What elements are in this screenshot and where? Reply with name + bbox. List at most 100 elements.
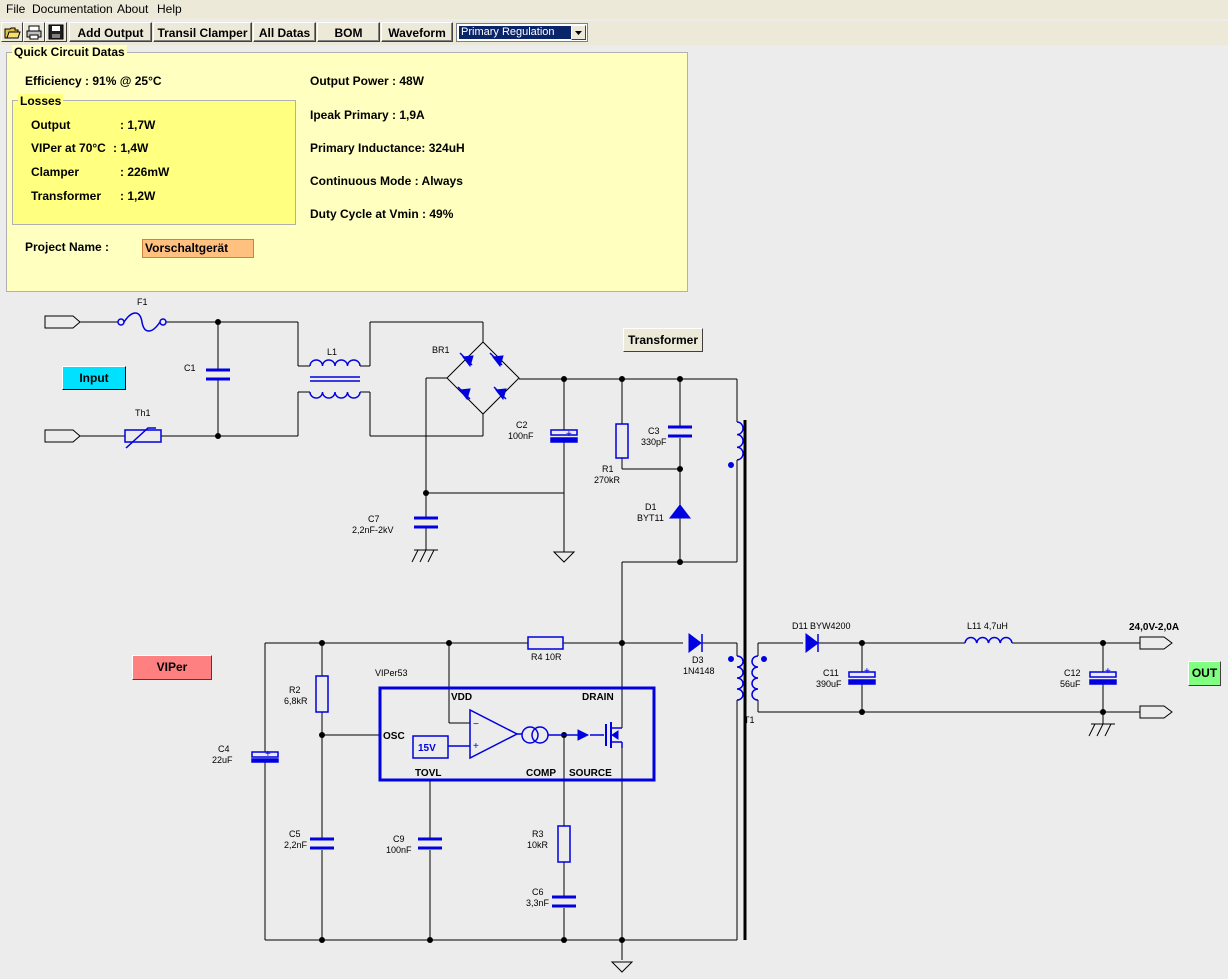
project-name-label: Project Name : <box>25 240 110 254</box>
save-icon[interactable] <box>45 22 67 42</box>
duty-cycle-text: Duty Cycle at Vmin : 49% <box>310 207 454 221</box>
label-r2-value: 6,8kR <box>284 696 308 706</box>
junctions <box>215 319 1106 943</box>
pin-vdd: VDD <box>451 692 472 703</box>
bridge-diode-bars <box>457 352 507 400</box>
label-c5-value: 2,2nF <box>284 840 308 850</box>
ground-symbols <box>411 549 1115 973</box>
input-button[interactable]: Input <box>62 366 126 390</box>
label-c7: C7 <box>368 514 380 524</box>
continuous-mode-text: Continuous Mode : Always <box>310 174 463 188</box>
print-icon[interactable] <box>23 22 45 42</box>
label-r3: R3 <box>532 829 544 839</box>
regulation-select-value: Primary Regulation <box>459 26 571 39</box>
label-d3: D3 <box>692 655 704 665</box>
all-datas-button[interactable]: All Datas <box>253 22 316 42</box>
label-r1-value: 270kR <box>594 475 621 485</box>
out-button[interactable]: OUT <box>1188 661 1221 686</box>
label-d11-value: BYW4200 <box>810 621 851 631</box>
input-connector-top <box>44 315 81 329</box>
project-name-field[interactable]: Vorschaltgerät <box>142 239 254 258</box>
loss-value: : 1,4W <box>113 141 149 155</box>
label-d1: D1 <box>645 502 657 512</box>
svg-text:+: + <box>1105 666 1111 677</box>
pin-comp: COMP <box>526 768 556 779</box>
output-connector-bottom <box>1139 705 1173 719</box>
loss-label: Clamper <box>31 165 80 179</box>
label-br1: BR1 <box>432 345 450 355</box>
label-c3: C3 <box>648 426 660 436</box>
loss-value: : 1,2W <box>120 189 156 203</box>
wires <box>44 315 1173 960</box>
label-c7-value: 2,2nF-2kV <box>352 525 394 535</box>
label-r4: R4 10R <box>531 652 562 662</box>
menu-help[interactable]: Help <box>157 2 182 16</box>
loss-label: VIPer at 70°C <box>31 141 106 155</box>
label-c12-value: 56uF <box>1060 679 1081 689</box>
label-viper53: VIPer53 <box>375 668 408 678</box>
label-c11-value: 390uF <box>816 679 842 689</box>
label-l11: L11 4,7uH <box>967 621 1008 631</box>
loss-label: Output <box>31 118 71 132</box>
losses-title: Losses <box>18 94 64 108</box>
waveform-button[interactable]: Waveform <box>381 22 453 42</box>
menu-bar: File Documentation About Help <box>0 0 1228 19</box>
viper-button[interactable]: VIPer <box>132 655 212 680</box>
label-r3-value: 10kR <box>527 840 549 850</box>
label-th1: Th1 <box>135 408 151 418</box>
label-l1: L1 <box>327 347 337 357</box>
pin-drain: DRAIN <box>582 692 614 703</box>
output-connector-top <box>1139 636 1173 650</box>
label-c1: C1 <box>184 363 196 373</box>
output-rating: 24,0V-2,0A <box>1129 622 1179 633</box>
label-c5: C5 <box>289 829 301 839</box>
svg-text:+: + <box>566 429 572 440</box>
label-c11: C11 <box>823 668 839 678</box>
label-c12: C12 <box>1064 668 1081 678</box>
component-labels: F1 C1 L1 Th1 BR1 C2 100nF C7 2,2nF-2kV R… <box>135 297 1081 908</box>
component-fills <box>459 355 819 741</box>
output-power-text: Output Power : 48W <box>310 74 424 88</box>
label-c9-value: 100nF <box>386 845 412 855</box>
transil-clamper-button[interactable]: Transil Clamper <box>153 22 252 42</box>
efficiency-text: Efficiency : 91% @ 25°C <box>25 74 162 88</box>
menu-about[interactable]: About <box>117 2 149 16</box>
pin-osc: OSC <box>383 731 405 742</box>
open-folder-icon[interactable] <box>1 22 23 42</box>
regulation-select[interactable]: Primary Regulation <box>456 23 588 42</box>
label-d3-value: 1N4148 <box>683 666 715 676</box>
label-c6-value: 3,3nF <box>526 898 550 908</box>
pin-tovl: TOVL <box>415 768 441 779</box>
add-output-button[interactable]: Add Output <box>69 22 152 42</box>
label-c2-value: 100nF <box>508 431 534 441</box>
pin-source: SOURCE <box>569 768 612 779</box>
menu-file[interactable]: File <box>6 2 26 16</box>
label-r2: R2 <box>289 685 301 695</box>
label-c3-value: 330pF <box>641 437 667 447</box>
label-c4: C4 <box>218 744 230 754</box>
label-d1-value: BYT11 <box>637 513 664 523</box>
svg-text:+: + <box>473 741 479 752</box>
label-d11: D11 <box>792 621 808 631</box>
label-c6: C6 <box>532 887 544 897</box>
transformer-button[interactable]: Transformer <box>623 328 703 352</box>
label-t1: T1 <box>744 715 755 725</box>
primary-inductance-text: Primary Inductance: 324uH <box>310 141 465 155</box>
bom-button[interactable]: BOM <box>317 22 380 42</box>
svg-text:−: − <box>473 719 479 730</box>
loss-value: : 1,7W <box>120 118 156 132</box>
quick-circuit-title: Quick Circuit Datas <box>12 45 127 59</box>
losses-panel <box>12 100 296 225</box>
label-c9: C9 <box>393 834 405 844</box>
label-r1: R1 <box>602 464 614 474</box>
toolbar: Add Output Transil Clamper All Datas BOM… <box>0 21 1228 45</box>
chevron-down-icon[interactable] <box>571 25 586 40</box>
components <box>117 312 1117 908</box>
ic-pin-labels: VDD DRAIN OSC TOVL COMP SOURCE 24,0V-2,0… <box>383 622 1179 779</box>
label-c4-value: 22uF <box>212 755 233 765</box>
label-f1: F1 <box>137 297 148 307</box>
ipeak-primary-text: Ipeak Primary : 1,9A <box>310 108 425 122</box>
v15-label: 15V <box>418 743 436 754</box>
input-connector-bottom <box>44 429 81 443</box>
menu-documentation[interactable]: Documentation <box>32 2 113 16</box>
